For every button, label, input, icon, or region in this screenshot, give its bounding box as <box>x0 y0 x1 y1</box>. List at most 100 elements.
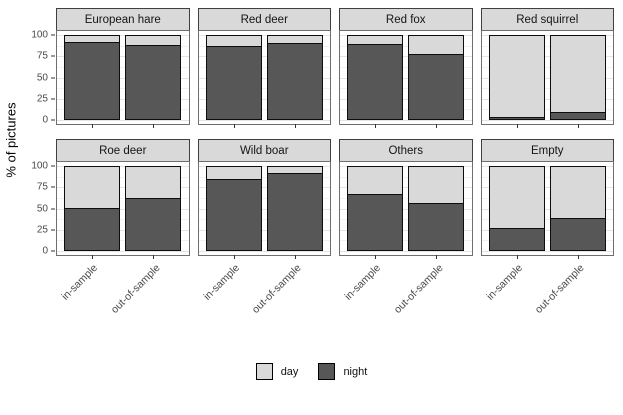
y-tick-label: 75 <box>36 181 48 193</box>
segment-night <box>409 202 464 250</box>
x-tick-label: out-of-sample <box>249 262 304 316</box>
y-tick: 75 <box>37 182 55 193</box>
x-tick-label: in-sample <box>342 262 384 303</box>
segment-day <box>409 36 464 55</box>
bar-in-sample <box>347 35 404 120</box>
x-tick-mark <box>516 255 518 259</box>
facet-red-fox: Red fox <box>339 8 473 128</box>
y-tick-mark <box>51 229 55 231</box>
major-gridline <box>57 35 189 36</box>
segment-night <box>409 54 464 119</box>
bar-in-sample <box>64 35 121 120</box>
facet-panel <box>197 161 331 259</box>
y-tick-mark <box>51 55 55 57</box>
major-gridline <box>57 98 189 100</box>
minor-gridline <box>481 88 613 90</box>
y-tick: 100 <box>31 161 55 172</box>
y-tick-mark <box>51 250 55 252</box>
minor-gridline <box>340 88 472 90</box>
bar-out-of-sample <box>549 35 606 120</box>
major-gridline <box>340 229 472 231</box>
minor-gridline <box>57 109 189 111</box>
bar-out-of-sample <box>408 166 465 251</box>
facet-strip: Red squirrel <box>480 8 614 30</box>
segment-night <box>267 172 322 250</box>
major-gridline <box>481 120 613 121</box>
segment-day <box>550 167 605 218</box>
major-gridline <box>340 208 472 210</box>
facet-red-deer: Red deer <box>197 8 331 128</box>
minor-gridline <box>198 240 330 242</box>
minor-gridline <box>57 45 189 47</box>
y-tick-mark <box>51 77 55 78</box>
major-gridline <box>340 35 472 36</box>
minor-gridline <box>198 45 330 47</box>
plot-area <box>481 166 613 252</box>
bar-out-of-sample <box>549 166 606 251</box>
facet-strip-label: Red fox <box>385 13 426 26</box>
y-tick: 50 <box>37 203 55 214</box>
minor-gridline <box>340 240 472 242</box>
minor-gridline <box>481 66 613 68</box>
bar-out-of-sample <box>266 35 323 120</box>
segment-day <box>206 36 261 46</box>
major-gridline <box>198 98 330 100</box>
segment-night <box>348 193 403 250</box>
minor-gridline <box>481 240 613 242</box>
plot-area <box>198 35 330 121</box>
x-tick-mark <box>153 124 155 128</box>
minor-gridline <box>340 66 472 68</box>
major-gridline <box>481 208 613 210</box>
y-tick-label: 25 <box>36 93 48 105</box>
major-gridline <box>481 77 613 79</box>
segment-day <box>65 36 120 42</box>
facet-strip: European hare <box>56 8 190 30</box>
minor-gridline <box>198 176 330 178</box>
x-tick-mark <box>577 255 579 259</box>
facet-panel <box>480 30 614 128</box>
x-tick-label: out-of-sample <box>108 262 163 316</box>
y-tick-label: 100 <box>31 160 48 172</box>
minor-gridline <box>340 109 472 111</box>
y-tick: 50 <box>37 72 55 83</box>
x-tick-mark <box>375 255 377 259</box>
y-tick-mark <box>51 208 55 209</box>
major-gridline <box>57 56 189 58</box>
plot-area <box>57 166 189 252</box>
segment-night <box>550 111 605 119</box>
major-gridline <box>57 120 189 121</box>
facet-strip-label: Empty <box>530 144 564 157</box>
minor-gridline <box>57 219 189 221</box>
segment-day <box>206 167 261 179</box>
bar-out-of-sample <box>408 35 465 120</box>
bar-in-sample <box>64 166 121 251</box>
segment-night <box>126 197 181 250</box>
segment-day <box>126 167 181 198</box>
segment-day <box>65 167 120 208</box>
minor-gridline <box>340 197 472 199</box>
legend-item-day: day <box>255 363 298 380</box>
major-gridline <box>481 35 613 36</box>
x-tick-mark <box>92 255 94 259</box>
segment-day <box>348 167 403 194</box>
y-tick-label: 0 <box>42 245 48 257</box>
x-tick-mark <box>375 124 377 128</box>
x-tick-label: out-of-sample <box>532 262 587 316</box>
x-tick-mark <box>436 255 438 259</box>
major-gridline <box>198 35 330 36</box>
major-gridline <box>198 208 330 210</box>
x-tick-mark <box>436 124 438 128</box>
facet-strip: Empty <box>480 139 614 161</box>
segment-day <box>489 167 544 228</box>
segment-night <box>65 41 120 119</box>
bar-in-sample <box>347 166 404 251</box>
minor-gridline <box>481 45 613 47</box>
facet-strip: Wild boar <box>197 139 331 161</box>
